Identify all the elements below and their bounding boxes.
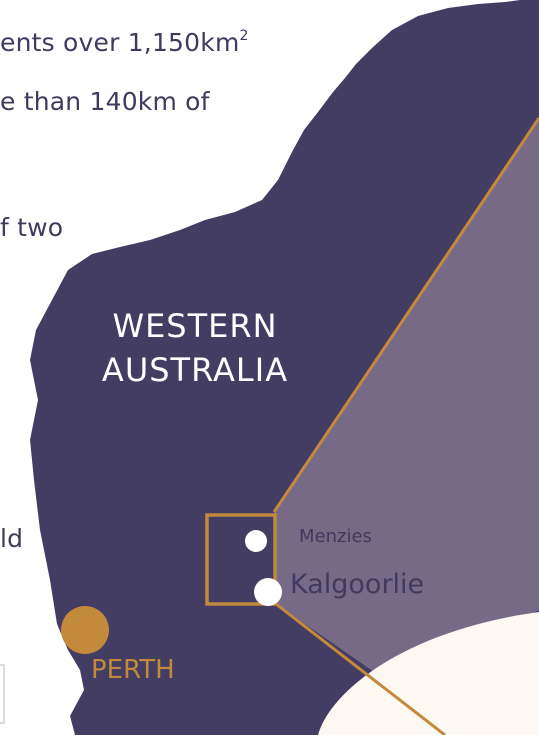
kalgoorlie-label: Kalgoorlie (290, 569, 425, 600)
body-text-line-3: f two (0, 213, 64, 242)
menzies-marker (245, 530, 267, 552)
inset-connector-top (272, 117, 539, 513)
superscript-2: 2 (239, 28, 249, 44)
inset-zoom-shade (274, 118, 539, 690)
body-text-line-2: e than 140km of (0, 87, 210, 116)
body-text-line-1-main: ents over 1,150km (0, 28, 240, 57)
body-text-line-1: ents over 1,150km2 (0, 28, 249, 57)
perth-label: PERTH (91, 655, 175, 685)
inset-background (318, 612, 539, 735)
perth-marker (61, 606, 109, 654)
inset-connector-bottom (275, 602, 446, 735)
region-label: WESTERN AUSTRALIA (101, 307, 289, 389)
kalgoorlie-marker (254, 578, 282, 606)
project-area-box (205, 513, 277, 606)
partial-panel-edge (0, 664, 5, 724)
menzies-label: Menzies (299, 526, 372, 547)
body-text-line-4: ld (0, 524, 24, 553)
